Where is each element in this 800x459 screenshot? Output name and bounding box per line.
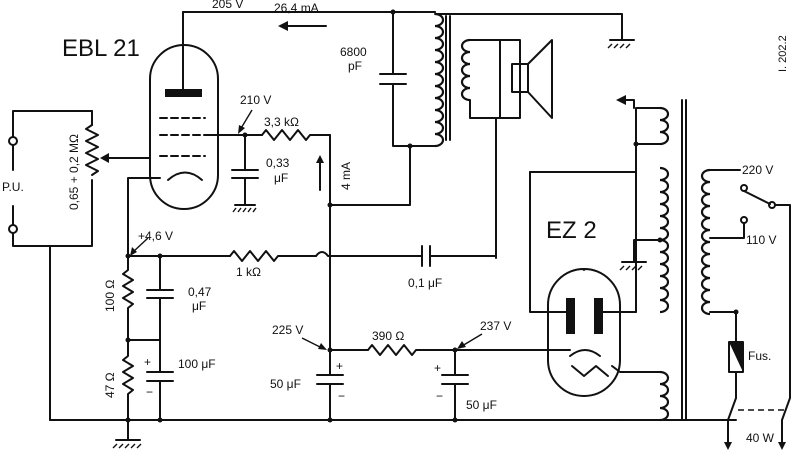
screen-capacitor[interactable]: 0,33 μF [231,134,290,213]
rectifier-tube-ez2: EZ 2 [529,171,637,397]
bias-capacitor-small[interactable]: 0,47 μF [146,255,212,341]
mains-selector[interactable]: 220 V 110 V [709,163,791,343]
filter-out-voltage: 225 V [272,323,303,337]
coupling-capacitor[interactable]: 0,1 μF [408,245,497,290]
volume-pot-label: 0,65 + 0,2 MΩ [67,134,81,210]
filter-c1-plus: + [336,359,343,373]
cathode-voltage: +4,6 V [138,229,173,243]
filter-in-voltage: 237 V [480,319,511,333]
coupling-cap-value: 0,1 μF [408,276,442,290]
anode-voltage: 205 V [212,0,243,11]
power-rating: 40 W [746,431,775,445]
tone-cap-value: 6800 [340,45,367,59]
bias-c-large-minus: − [146,385,153,399]
reference-number: I. 202.2 [777,35,789,72]
filter-resistor-value: 390 Ω [372,329,404,343]
fuse-label: Fus. [748,349,771,363]
pickup-label: P.U. [2,180,24,194]
mains-tap-low: 110 V [746,233,776,247]
power-transformer [529,95,711,422]
filter-c2-minus: − [436,389,443,403]
screen-voltage: 210 V [240,93,271,107]
screen-current: 4 mA [339,162,353,190]
pickup-terminal-top[interactable] [8,136,18,146]
power-switch[interactable]: 40 W [724,341,791,450]
filter-c1-minus: − [338,389,345,403]
filter-capacitor-1[interactable]: + − 50 μF [270,349,345,421]
output-tube-ebl21: EBL 21 [62,11,219,210]
rectifier-tube-label: EZ 2 [546,217,597,244]
bias-resistor-100[interactable]: 100 Ω [103,255,134,341]
filter-c2-plus: + [434,361,441,375]
filter-resistor[interactable]: 390 Ω [367,329,456,356]
bias-r1-value: 100 Ω [103,280,117,312]
fuse: Fus. [709,311,771,399]
feedback-resistor-value: 1 kΩ [236,265,261,279]
bias-r2-value: 47 Ω [103,372,117,398]
tone-capacitor[interactable]: 6800 pF [340,11,411,147]
mains-tap-high: 220 V [742,163,773,177]
pickup-terminal-bottom[interactable] [8,224,18,234]
filter-capacitor-2[interactable]: + − 50 μF [434,349,497,421]
screen-resistor-value: 3,3 kΩ [264,115,299,129]
screen-cap-unit: μF [274,171,288,185]
bias-capacitor-large[interactable]: + − 100 μF [144,339,216,421]
screen-resistor[interactable]: 3,3 kΩ [261,115,331,141]
loudspeaker [495,39,553,259]
bias-c-small-value: 0,47 [188,285,212,299]
anode-current: 26,4 mA [274,1,319,15]
volume-potentiometer[interactable]: 0,65 + 0,2 MΩ [49,110,151,247]
tone-cap-unit: pF [348,59,362,73]
bias-c-small-unit: μF [192,299,206,313]
filter-c2-value: 50 μF [466,398,497,412]
screen-cap-value: 0,33 [266,156,290,170]
bias-c-large-plus: + [144,355,151,369]
pickup-input: P.U. [2,110,93,247]
output-tube-label: EBL 21 [62,35,140,62]
bias-resistor-47[interactable]: 47 Ω [103,339,134,421]
feedback-resistor[interactable]: 1 kΩ [229,250,423,279]
output-transformer [434,12,501,148]
junction-dots [125,9,739,423]
filter-c1-value: 50 μF [270,377,301,391]
bias-c-large-value: 100 μF [178,357,216,371]
